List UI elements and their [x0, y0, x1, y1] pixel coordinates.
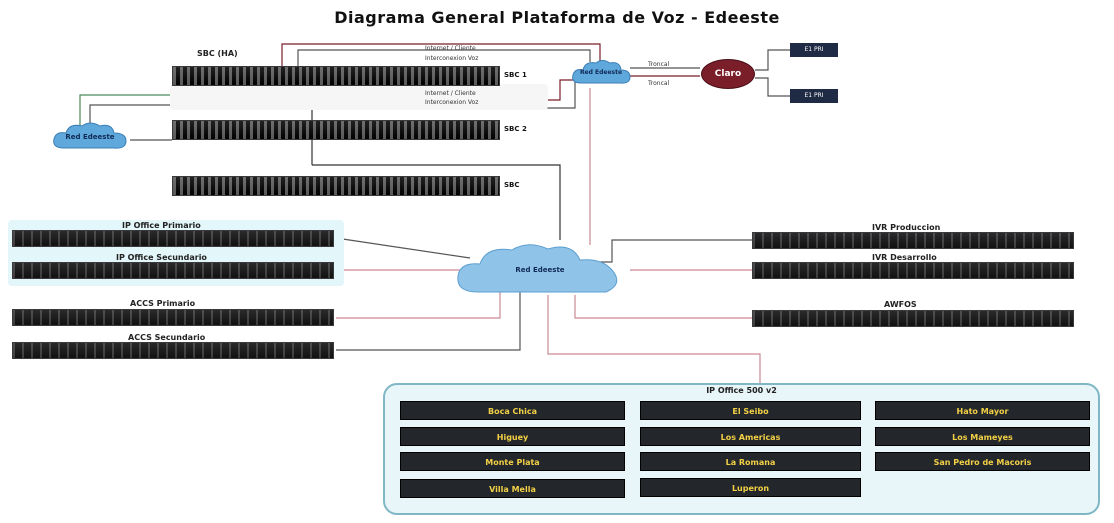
- link-carrier-pstn2: [755, 77, 790, 97]
- wan-top-cloud: Red Edeeste: [570, 58, 632, 88]
- cloud-icon: [572, 60, 631, 84]
- sbc-2-appliance: [172, 120, 500, 140]
- site-luperon: Luperon: [640, 478, 861, 497]
- sbc-trunk-link: [312, 164, 561, 240]
- sbc-group-label: SBC (HA): [197, 49, 238, 58]
- site-san-pedro: San Pedro de Macoris: [875, 452, 1090, 471]
- link-leftcloud-sbc1: [79, 94, 172, 126]
- link-leftcloud-sbc1b: [89, 104, 172, 126]
- site-los-americas: Los Americas: [640, 427, 861, 446]
- server-label-ipo1: IP Office Primario: [122, 221, 201, 230]
- server-label-ipo2: IP Office Secundario: [116, 253, 207, 262]
- site-higuey: Higuey: [400, 427, 625, 446]
- sbc-2-label: SBC 2: [504, 125, 527, 133]
- server-label-ivr2: IVR Desarrollo: [872, 253, 937, 262]
- server-accs-secondary: [12, 342, 334, 359]
- center-network-cloud: Red Edeeste: [452, 240, 628, 300]
- link-sbc-top-cloud: [297, 49, 591, 68]
- sbc-1-label: SBC 1: [504, 71, 527, 79]
- link-center-branch: [547, 295, 761, 385]
- link-note-4: Interconexion Voz: [425, 99, 479, 106]
- pstn-box-1: E1 PRI: [790, 43, 838, 57]
- branch-panel-title: IP Office 500 v2: [706, 386, 777, 395]
- diagram-title: Diagrama General Plataforma de Voz - Ede…: [334, 8, 780, 27]
- cloud-icon: [53, 122, 127, 149]
- server-ivr-production: [752, 232, 1074, 249]
- center-cloud-label: Red Edeeste: [515, 266, 565, 274]
- sbc-interconnect-band: [170, 84, 548, 110]
- site-los-mameyes: Los Mameyes: [875, 427, 1090, 446]
- server-ivr-development: [752, 262, 1074, 279]
- sbc-3-label: SBC: [504, 181, 520, 189]
- server-label-accs2: ACCS Secundario: [128, 333, 206, 342]
- link-sbc1-cloud: [281, 43, 601, 70]
- link-accs2-center: [336, 292, 521, 351]
- wan-left-cloud-label: Red Edeeste: [65, 133, 115, 141]
- link-note-1: Internet / Cliente: [425, 45, 476, 52]
- site-boca-chica: Boca Chica: [400, 401, 625, 420]
- carrier-note-1: Troncal: [648, 61, 670, 68]
- cloud-icon: [457, 244, 618, 293]
- link-ipo1-center: [335, 237, 471, 259]
- site-monte-plata: Monte Plata: [400, 452, 625, 471]
- pstn-box-2: E1 PRI: [790, 89, 838, 103]
- link-carrier-pstn1: [755, 49, 790, 71]
- link-note-2: Interconexion Voz: [425, 55, 479, 62]
- site-hato-mayor: Hato Mayor: [875, 401, 1090, 420]
- link-accs1-center: [336, 290, 501, 319]
- link-note-3: Internet / Cliente: [425, 90, 476, 97]
- server-awfos: [752, 310, 1074, 327]
- link-center-awfos: [574, 295, 752, 319]
- carrier-note-2: Troncal: [648, 80, 670, 87]
- server-ip-office-primary: [12, 230, 334, 247]
- carrier-node: Claro: [701, 59, 755, 89]
- server-label-awfos: AWFOS: [884, 300, 917, 309]
- server-ip-office-secondary: [12, 262, 334, 279]
- wan-top-cloud-label: Red Edeeste: [579, 69, 623, 76]
- server-accs-primary: [12, 309, 334, 326]
- server-label-accs1: ACCS Primario: [130, 299, 196, 308]
- site-villa-mella: Villa Mella: [400, 479, 625, 498]
- server-label-ivr1: IVR Produccion: [872, 223, 941, 232]
- link-center-ivr1: [600, 239, 752, 263]
- site-el-seibo: El Seibo: [640, 401, 861, 420]
- site-la-romana: La Romana: [640, 452, 861, 471]
- sbc-1-appliance: [172, 66, 500, 86]
- sbc-3-appliance: [172, 176, 500, 196]
- wan-left-cloud: Red Edeeste: [50, 120, 130, 154]
